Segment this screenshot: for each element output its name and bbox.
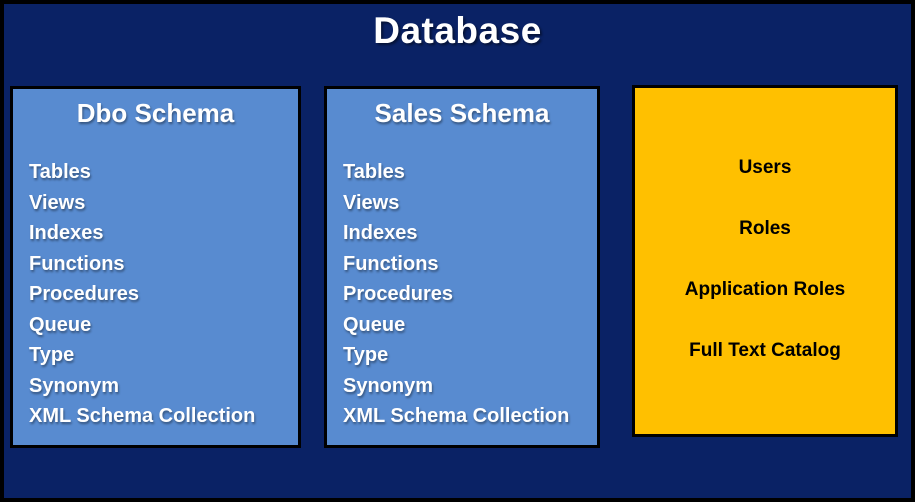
list-item: Type [343,344,389,366]
list-item: Roles [739,218,791,239]
dbo-schema-title: Dbo Schema [76,98,235,128]
security-box: Users Roles Application Roles Full Text … [632,85,898,437]
list-item: Users [738,157,792,178]
list-item: Queue [29,313,92,336]
list-item: Queue [343,313,406,336]
sales-schema-title: Sales Schema [374,98,550,128]
list-item: Procedures [343,283,454,305]
list-item: Views [343,191,400,214]
list-item: Application Roles [684,279,846,300]
list-item: Type [29,344,75,366]
list-item: Functions [343,252,439,275]
list-item: Full Text Catalog [689,340,841,361]
list-item: XML Schema Collection [29,405,256,427]
list-item: Tables [29,161,91,183]
list-item: Tables [343,161,405,183]
list-item: XML Schema Collection [343,405,570,427]
list-item: Synonym [343,374,434,397]
list-item: Procedures [29,283,140,305]
sales-schema-list: Tables Views Indexes Functions Procedure… [327,157,597,432]
dbo-schema-box: Dbo Schema Tables Views Indexes Function… [10,86,301,448]
database-title: Database [373,10,542,51]
sales-schema-box: Sales Schema Tables Views Indexes Functi… [324,86,600,448]
list-item: Functions [29,252,125,275]
list-item: Indexes [29,222,104,244]
list-item: Views [29,191,86,214]
list-item: Indexes [343,222,418,244]
list-item: Synonym [29,374,120,397]
dbo-schema-list: Tables Views Indexes Functions Procedure… [13,157,298,432]
